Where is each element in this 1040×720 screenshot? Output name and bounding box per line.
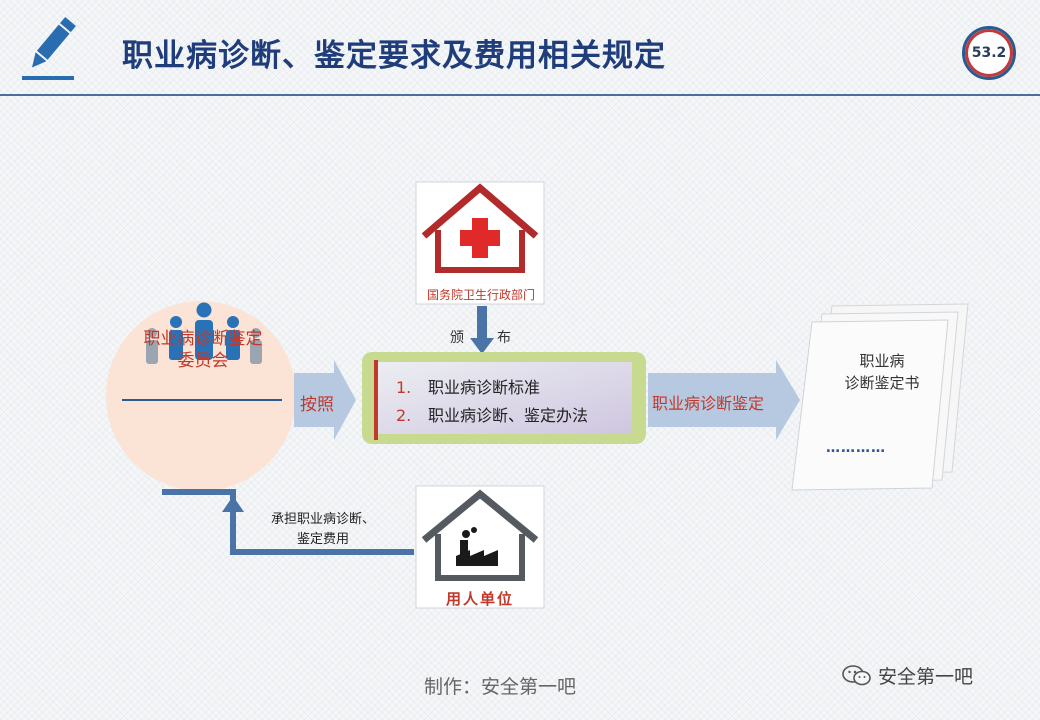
factory-house-icon (421, 489, 539, 581)
committee-label-line1: 职业病诊断鉴定 (143, 329, 263, 349)
page-number-badge: 53.2 (962, 26, 1016, 80)
title-bar: 职业病诊断、鉴定要求及费用相关规定 53.2 (0, 0, 1040, 96)
standard-item: 2. 职业病诊断、鉴定办法 (396, 402, 588, 426)
hospital-house-icon (421, 183, 539, 273)
fee-note: 承担职业病诊断、 鉴定费用 (258, 510, 388, 550)
output-label: 职业病诊断鉴定 (652, 394, 765, 413)
standards-list: 1. 职业病诊断标准 2. 职业病诊断、鉴定办法 (384, 364, 634, 432)
document-title: 职业病 诊断鉴定书 (822, 350, 942, 394)
standard-item-text: 职业病诊断标准 (428, 378, 541, 397)
fee-arrow (162, 489, 414, 555)
page-title: 职业病诊断、鉴定要求及费用相关规定 (122, 38, 666, 74)
document-stack-icon (791, 303, 969, 491)
committee-label-line2: 委员会 (177, 351, 229, 371)
committee-label: 职业病诊断鉴定 委员会 (108, 328, 298, 372)
gov-department-label: 国务院卫生行政部门 (426, 288, 535, 302)
employer-node (415, 485, 545, 609)
standard-item-number: 1. (396, 378, 412, 397)
fee-note-line1: 承担职业病诊断、 (270, 512, 375, 527)
issue-label-char-1: 颁 (450, 330, 464, 346)
standard-item-number: 2. (396, 406, 412, 425)
issue-label-char-2: 布 (497, 330, 511, 346)
fee-note-line2: 鉴定费用 (296, 532, 349, 547)
employer-label: 用人单位 (445, 590, 514, 608)
follow-arrow (294, 360, 356, 440)
people-group-icon (146, 302, 262, 364)
wechat-icon (842, 665, 871, 686)
document-title-line1: 职业病 (859, 352, 905, 370)
standard-item: 1. 职业病诊断标准 (396, 374, 540, 398)
output-arrow (648, 360, 800, 440)
standards-node (362, 352, 646, 444)
document-title-line2: 诊断鉴定书 (844, 374, 920, 392)
title-divider (0, 94, 1040, 96)
pencil-icon (22, 16, 76, 80)
gov-department-node (415, 181, 545, 305)
document-dots: ………… (826, 440, 886, 456)
footer-maker: 制作：安全第一吧 (424, 676, 577, 698)
follow-label: 按照 (300, 395, 334, 415)
footer-brand: 安全第一吧 (878, 666, 974, 688)
standard-item-text: 职业病诊断、鉴定办法 (428, 406, 589, 425)
issue-arrow (470, 306, 494, 354)
